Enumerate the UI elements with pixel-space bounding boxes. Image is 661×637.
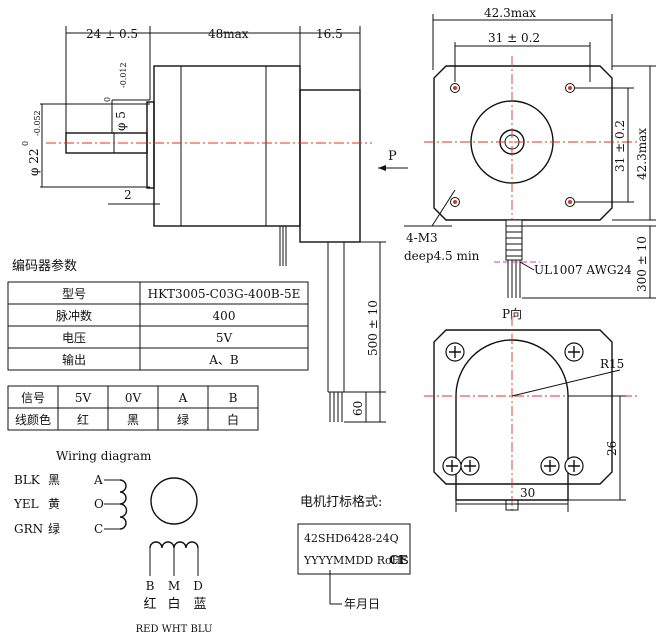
dim-boss: 2 (124, 188, 132, 202)
flange-boss (146, 101, 155, 189)
param-value: 5V (216, 331, 233, 345)
param-value: 400 (213, 309, 236, 323)
marking-box (297, 523, 411, 575)
ce-mark-icon: CE (389, 553, 408, 567)
p-view-flange (433, 329, 613, 485)
dim-overall-height: 42.3max (635, 128, 649, 180)
param-label: 脉冲数 (56, 308, 92, 323)
signal-color: 红 (77, 412, 89, 427)
front-view: 42.3max 31 ± 0.2 31 ± 0.2 42. (404, 6, 656, 299)
bottom-pin: M (168, 579, 180, 593)
front-flange (433, 65, 613, 221)
bottom-cn: 白 (167, 596, 180, 612)
dim-shaft-dia-tol-lower: -0.052 (33, 110, 42, 136)
wire-label-en: GRN (14, 522, 43, 536)
dim-shaft-dia: φ 22 (27, 149, 41, 177)
view-arrow-icon (378, 165, 386, 171)
wire-label-en: BLK (14, 473, 41, 487)
view-marker: P (388, 149, 397, 164)
mounting-holes (450, 83, 575, 207)
encoder-cable (327, 242, 345, 422)
signal-header: 信号 (21, 391, 45, 405)
signal-color: 白 (227, 412, 239, 427)
marking-format: 电机打标格式: 42SHD6428-24Q YYYYMMDD RoHS CE 年… (297, 494, 411, 611)
encoder-params-title: 编码器参数 (12, 258, 77, 274)
signal-color: 黑 (127, 413, 139, 427)
dim-flat: φ 5 (114, 111, 128, 131)
param-label: 型号 (62, 287, 86, 301)
dim-p-height: 26 (605, 441, 619, 456)
bottom-en: RED WHT BLU (136, 624, 213, 635)
wire-label-cn: 黄 (48, 497, 60, 511)
dim-flat-tol-lower: -0.012 (119, 62, 128, 88)
signal-header: B (229, 391, 238, 405)
param-value: A、B (208, 353, 239, 367)
signal-header: 0V (125, 391, 142, 405)
dim-strip-length: 60 (351, 401, 365, 416)
dim-hole-spacing-v: 31 ± 0.2 (613, 120, 627, 172)
dim-cable-length: 500 ± 10 (366, 300, 380, 356)
marking-title: 电机打标格式: (300, 494, 382, 510)
param-label: 输出 (62, 352, 86, 367)
motor-lead-wires (279, 226, 287, 266)
dim-body-length: 48max (208, 27, 249, 41)
encoder-params: 编码器参数 型号 HKT3005-C03G-400B-5E 脉冲数 400 电压… (7, 258, 309, 371)
encoder-housing (299, 89, 361, 243)
param-label: 电压 (62, 331, 86, 345)
wire-label-cn: 黑 (48, 473, 60, 487)
side-view: 24 ± 0.5 48max 16.5 φ 5 0 -0.012 φ 22 0 … (21, 26, 408, 423)
dim-radius: R15 (600, 357, 624, 371)
wire-label-en: YEL (13, 497, 39, 511)
dim-hole-spacing-h: 31 ± 0.2 (488, 31, 540, 45)
marking-line1: 42SHD6428-24Q (304, 532, 399, 545)
wire-label-cn: 绿 (48, 521, 60, 536)
coil-a-icon (104, 479, 128, 530)
rotor-icon (150, 477, 198, 525)
dim-overall-width: 42.3max (484, 6, 536, 20)
signal-color: 绿 (177, 412, 189, 427)
signal-color: 线颜色 (15, 412, 51, 427)
motor-body (153, 65, 301, 227)
dim-flat-tol-upper: 0 (103, 97, 112, 102)
note-depth: deep4.5 min (404, 249, 480, 263)
front-cable (505, 219, 523, 298)
dim-shaft-length: 24 ± 0.5 (86, 27, 138, 41)
note-threads: 4-M3 (406, 231, 438, 245)
bottom-cn: 蓝 (193, 597, 206, 612)
cable-spec: UL1007 AWG24 (534, 263, 632, 277)
wiring-title: Wiring diagram (56, 449, 152, 463)
p-view-title: P向 (502, 306, 522, 321)
dim-p-width: 30 (520, 486, 535, 500)
wire-pin: C (94, 522, 103, 536)
marking-line2: YYYYMMDD RoHS (303, 554, 409, 567)
wiring-diagram: Wiring diagram BLK 黑 A YEL 黄 O GRN 绿 C B… (13, 449, 212, 635)
wire-pin: O (94, 497, 104, 511)
signal-header: 5V (75, 391, 92, 405)
signal-header: A (178, 391, 188, 405)
dim-shaft-dia-tol-upper: 0 (21, 141, 30, 146)
wire-pin: A (93, 473, 103, 487)
bottom-cn: 红 (143, 596, 156, 612)
bottom-pin: B (146, 579, 155, 593)
dim-encoder-length: 16.5 (316, 27, 343, 41)
encoder-cover (455, 339, 569, 501)
coil-b-icon (149, 541, 199, 576)
date-note: 年月日 (344, 597, 380, 611)
bottom-pin: D (193, 579, 203, 593)
param-value: HKT3005-C03G-400B-5E (148, 287, 301, 301)
screw-icons (442, 342, 584, 476)
dim-front-cable: 300 ± 10 (635, 236, 649, 292)
signal-table: 信号 5V 0V A B 线颜色 红 黑 绿 白 (7, 385, 259, 431)
p-view: P向 R15 26 (424, 306, 640, 512)
